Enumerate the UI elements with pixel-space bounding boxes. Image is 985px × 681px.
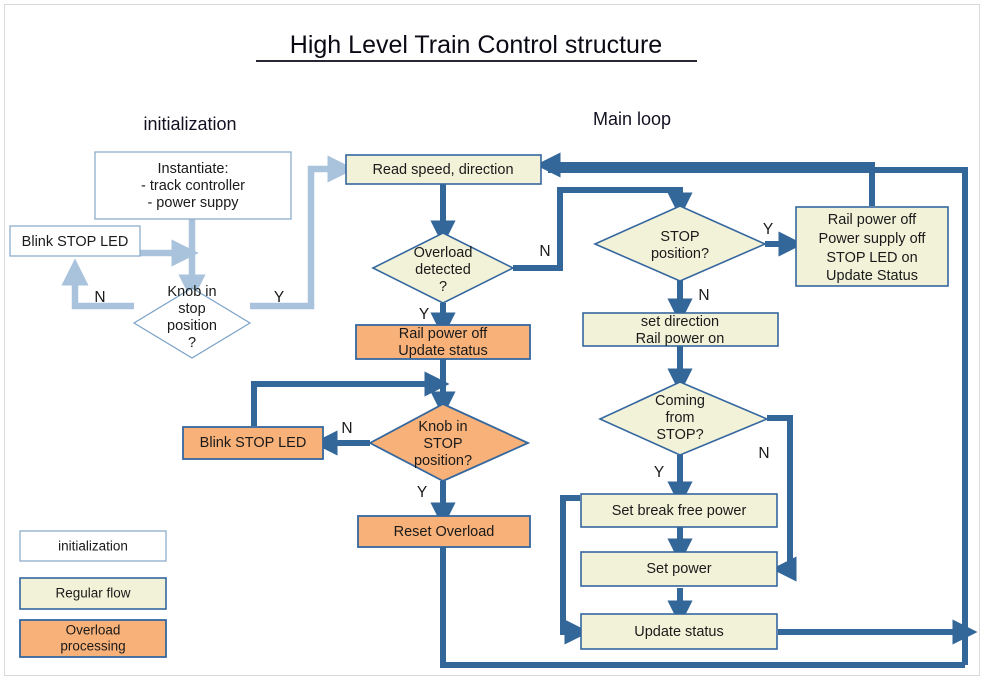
node-stopposition-line-1: position?	[651, 246, 709, 262]
node-knob-line-3: ?	[188, 335, 196, 351]
node-overload-line-2: ?	[439, 279, 447, 295]
node-knob2-line-2: position?	[414, 453, 472, 469]
node-instantiate-line-1: - track controller	[141, 178, 245, 194]
branch-label-comingfromstop-no: N	[758, 445, 769, 462]
node-knob-in-stop-position-2[interactable]: Knob in STOP position?	[368, 402, 531, 482]
node-knob-line-0: Knob in	[167, 284, 216, 300]
node-railpoweroff-line-0: Rail power off	[399, 326, 488, 342]
arrow-railpoweroffall-to-readspeed	[535, 152, 875, 206]
node-stop-position[interactable]: STOP position?	[593, 205, 767, 282]
node-setdirection-line-0: set direction	[641, 314, 719, 330]
node-knob2-line-0: Knob in	[418, 419, 467, 435]
branch-label-overload-yes: Y	[419, 306, 429, 323]
node-knob2-line-1: STOP	[423, 436, 462, 452]
section-label-main-loop: Main loop	[593, 109, 671, 129]
node-set-power[interactable]: Set power	[580, 551, 778, 587]
node-blink-stop-led-overload[interactable]: Blink STOP LED	[182, 426, 324, 460]
section-label-initialization: initialization	[143, 114, 236, 134]
node-overload-line-1: detected	[415, 262, 471, 278]
node-knob-line-2: position	[167, 318, 217, 334]
node-overload-detected[interactable]: Overload detected ?	[371, 232, 515, 304]
arrow-right-rail-up-to-readspeed	[548, 167, 968, 665]
node-rail-power-off-all[interactable]: Rail power off Power supply off STOP LED…	[795, 206, 949, 287]
branch-label-overload-no: N	[539, 243, 550, 260]
node-railpoweroff-line-1: Update status	[398, 343, 487, 359]
arrow-blinkled-loop-to-knob2	[251, 371, 450, 426]
legend-label-initialization: initialization	[58, 539, 128, 554]
node-knob-in-stop-position[interactable]: Knob in stop position ?	[132, 284, 252, 359]
node-overload-line-0: Overload	[414, 245, 473, 261]
arrow-comingfromstop-no-to-setpower	[767, 415, 797, 582]
node-set-direction-rail-power-on[interactable]: set direction Rail power on	[582, 312, 779, 347]
branch-label-comingfromstop-yes: Y	[654, 464, 664, 481]
node-setbreakfree-label: Set break free power	[612, 503, 747, 519]
node-reset-overload-label: Reset Overload	[394, 524, 495, 540]
node-instantiate-line-0: Instantiate:	[158, 161, 229, 177]
branch-label-knob2-no: N	[341, 420, 352, 437]
node-comingfromstop-line-0: Coming	[655, 393, 705, 409]
legend-label-regular-flow: Regular flow	[55, 586, 130, 601]
node-blink-stop-led-init[interactable]: Blink STOP LED	[9, 225, 141, 257]
node-read-speed-direction[interactable]: Read speed, direction	[345, 154, 542, 185]
arrow-knob-yes-to-readspeed	[250, 155, 355, 310]
arrow-knob-no-to-blinkled	[61, 258, 134, 310]
legend-item-initialization[interactable]: initialization	[19, 530, 167, 562]
node-read-speed-direction-label: Read speed, direction	[372, 162, 513, 178]
node-updatestatus-label: Update status	[634, 624, 723, 640]
legend-label-overload-line-0: Overload	[66, 623, 121, 638]
node-setdirection-line-1: Rail power on	[636, 331, 725, 347]
node-comingfromstop-line-1: from	[666, 410, 695, 426]
node-rail-power-off-update-status[interactable]: Rail power off Update status	[355, 324, 531, 360]
node-stopposition-line-0: STOP	[660, 229, 699, 245]
branch-label-knob-init-yes: Y	[274, 289, 284, 306]
node-update-status[interactable]: Update status	[580, 613, 778, 650]
node-knob-line-1: stop	[178, 301, 205, 317]
node-railpoweroffall-line-1: Power supply off	[819, 231, 927, 247]
legend: initialization Regular flow Overload pro…	[19, 530, 167, 658]
arrow-setbreakfree-left-to-updatestatus	[560, 495, 590, 645]
arrow-overload-no-to-stopposition	[513, 187, 693, 271]
node-coming-from-stop[interactable]: Coming from STOP?	[598, 381, 770, 456]
legend-label-overload-line-1: processing	[60, 639, 125, 654]
page-title: High Level Train Control structure	[290, 31, 662, 59]
legend-item-regular-flow[interactable]: Regular flow	[19, 577, 167, 610]
branch-label-knob2-yes: Y	[417, 484, 427, 501]
node-instantiate-line-2: - power suppy	[147, 195, 239, 211]
node-railpoweroffall-line-2: STOP LED on	[826, 250, 917, 266]
node-blink-stop-led-init-label: Blink STOP LED	[22, 234, 129, 250]
branch-label-stopposition-yes: Y	[763, 221, 773, 238]
node-comingfromstop-line-2: STOP?	[656, 427, 703, 443]
legend-item-overload-processing[interactable]: Overload processing	[19, 619, 167, 658]
branch-label-knob-init-no: N	[94, 289, 105, 306]
node-set-break-free-power[interactable]: Set break free power	[580, 493, 778, 528]
node-instantiate[interactable]: Instantiate: - track controller - power …	[94, 151, 292, 220]
node-railpoweroffall-line-0: Rail power off	[828, 212, 917, 228]
node-setpower-label: Set power	[646, 561, 711, 577]
node-reset-overload[interactable]: Reset Overload	[357, 515, 531, 548]
node-blinkled-overload-label: Blink STOP LED	[200, 435, 307, 451]
arrow-resetoverload-to-bottom	[440, 546, 965, 668]
branch-label-stopposition-no: N	[698, 287, 709, 304]
node-railpoweroffall-line-3: Update Status	[826, 268, 918, 284]
